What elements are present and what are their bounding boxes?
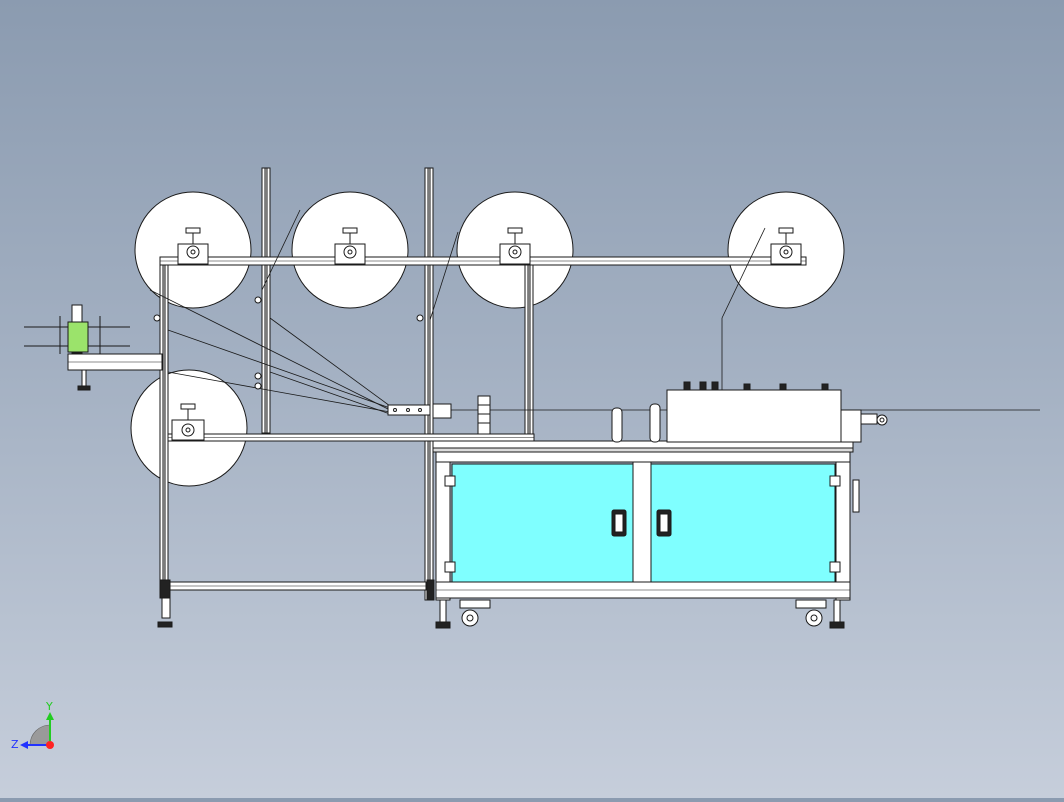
guide-posts [611,403,661,443]
left-feeder [24,304,163,391]
vertical-post-2 [261,167,271,434]
vertical-post-left [159,257,169,599]
triad-y-arrow [46,712,54,720]
cabinet-door-right [650,463,836,583]
cabinet-door-left [451,463,634,583]
guide-roller-clips [153,296,424,390]
triad-origin [46,741,54,749]
caster-right [795,599,827,627]
roll-bracket-4 [770,227,802,265]
adjustment-knobs [683,381,829,391]
web-lines [149,209,1040,415]
triad-y-label: Y [45,700,53,713]
triad-z-label: Z [11,738,19,751]
roll-bracket-1 [177,227,209,265]
vertical-post-3 [424,167,434,601]
roll-bracket-5 [171,403,205,441]
caster-left [459,599,491,627]
bottom-rail [167,581,427,591]
nip-bracket [387,395,491,435]
machine-drawing [24,167,1040,629]
triad-arc [29,724,51,746]
sealing-head [666,389,888,443]
middle-rail [167,433,535,442]
machine-feet [157,579,845,629]
vertical-post-4 [524,257,534,437]
triad-z-arrow [20,741,28,749]
cabinet-top-bed [432,440,854,453]
leg-pad-left [159,579,171,599]
corner-brackets [444,475,841,573]
side-handle [852,479,860,513]
top-rail [159,256,807,266]
roll-bracket-2 [334,227,366,265]
orientation-triad[interactable]: Y Z [11,700,54,751]
cabinet-frame [435,451,851,601]
roll-bracket-3 [499,227,531,265]
